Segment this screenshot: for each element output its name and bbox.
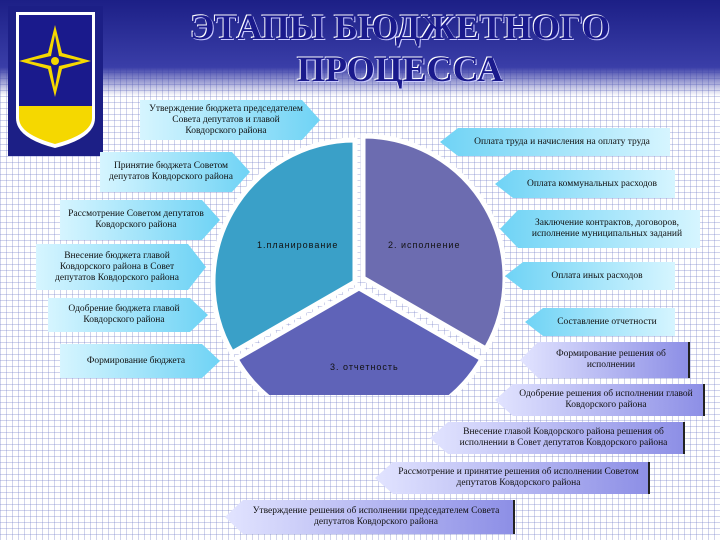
execution-step: Заключение контрактов, договоров, исполн… [500, 210, 700, 248]
segment-label-planning: 1.планирование [257, 240, 339, 250]
planning-step: Внесение бюджета главой Ковдорского райо… [36, 244, 206, 290]
planning-step: Принятие бюджета Советом депутатов Ковдо… [100, 152, 250, 192]
planning-step: Одобрение бюджета главой Ковдорского рай… [48, 298, 208, 332]
segment-planning [210, 137, 358, 357]
segment-label-reporting: 3. отчетность [330, 362, 399, 372]
page-title: ЭТАПЫ БЮДЖЕТНОГО ПРОЦЕССА [189, 7, 611, 89]
reporting-step: Утверждение решения об исполнении предсе… [225, 500, 515, 534]
reporting-step: Составление отчетности [525, 308, 675, 336]
reporting-step: Формирование решения об исполнении [520, 342, 690, 378]
segment-label-execution: 2. исполнение [388, 240, 461, 250]
budget-cycle-diagram [210, 133, 505, 395]
reporting-step: Рассмотрение и принятие решения об испол… [375, 462, 650, 494]
execution-step: Оплата коммунальных расходов [495, 170, 675, 198]
execution-step: Оплата иных расходов [505, 262, 675, 290]
reporting-step: Внесение главой Ковдорского района решен… [430, 422, 685, 454]
segment-reporting [232, 285, 486, 395]
segment-execution [360, 133, 505, 353]
reporting-step: Одобрение решения об исполнении главой К… [495, 384, 705, 416]
planning-step: Формирование бюджета [60, 344, 220, 378]
planning-step: Рассмотрение Советом депутатов Ковдорско… [60, 200, 220, 240]
coat-of-arms-icon [8, 6, 103, 156]
execution-step: Оплата труда и начисления на оплату труд… [440, 128, 670, 156]
header-band [0, 0, 720, 96]
planning-step: Утверждение бюджета председателем Совета… [140, 100, 320, 140]
